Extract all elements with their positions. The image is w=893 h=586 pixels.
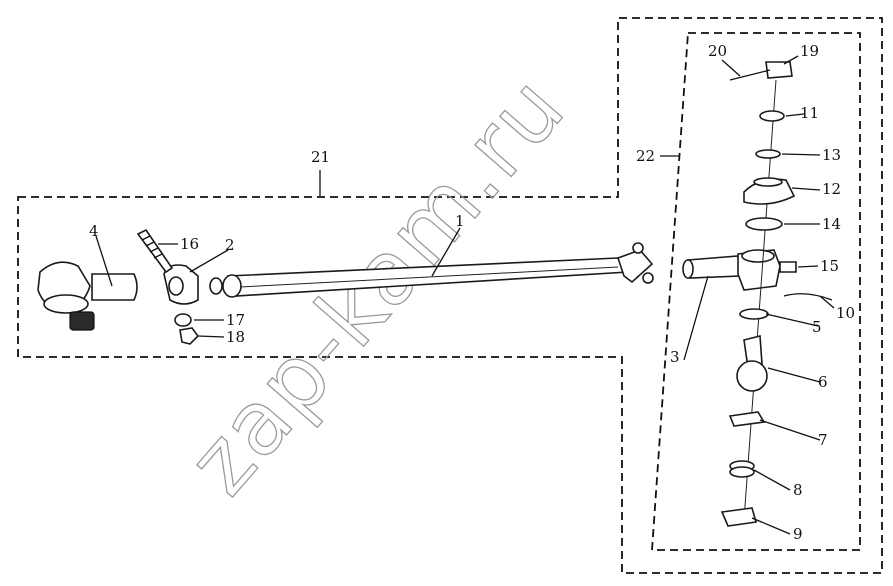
callout-7: 7	[818, 431, 828, 449]
right-housing	[737, 249, 833, 301]
callout-4: 4	[89, 222, 99, 240]
assembly-21-outline	[17, 17, 883, 574]
callout-5: 5	[812, 318, 822, 336]
left-ball-joint	[37, 261, 138, 331]
clamp	[163, 264, 223, 305]
group-label-21: 21	[311, 148, 330, 166]
callout-10: 10	[836, 304, 855, 322]
leader-lines	[95, 55, 835, 535]
ball-pin	[736, 334, 768, 392]
clamp-bolt	[136, 228, 174, 274]
stack-axis	[743, 79, 777, 521]
callout-20: 20	[708, 42, 727, 60]
callout-6: 6	[818, 373, 828, 391]
bushing	[739, 308, 769, 320]
seal-ring	[745, 217, 783, 231]
callout-1: 1	[455, 212, 465, 230]
right-arm-tube	[682, 255, 741, 279]
callout-15: 15	[820, 257, 839, 275]
spring	[729, 460, 755, 478]
washer-and-nut	[174, 313, 200, 345]
lower-seat	[728, 411, 766, 427]
callout-12: 12	[822, 180, 841, 198]
callout-3: 3	[670, 348, 680, 366]
callout-13: 13	[822, 146, 841, 164]
thin-washer	[755, 149, 781, 159]
tie-rod-end-22-outline	[651, 32, 861, 551]
end-plug	[720, 507, 758, 527]
group-label-22: 22	[636, 147, 655, 165]
callout-18: 18	[226, 328, 245, 346]
callout-17: 17	[226, 311, 245, 329]
callout-11: 11	[800, 104, 819, 122]
callout-2: 2	[225, 236, 235, 254]
callout-14: 14	[822, 215, 841, 233]
cap-nut	[759, 110, 785, 122]
callout-16: 16	[180, 235, 199, 253]
dust-boot	[743, 177, 796, 205]
callout-19: 19	[800, 42, 819, 60]
tie-rod-tube	[222, 242, 654, 298]
callout-9: 9	[793, 525, 803, 543]
bolt-and-pin	[729, 61, 793, 81]
callout-8: 8	[793, 481, 803, 499]
